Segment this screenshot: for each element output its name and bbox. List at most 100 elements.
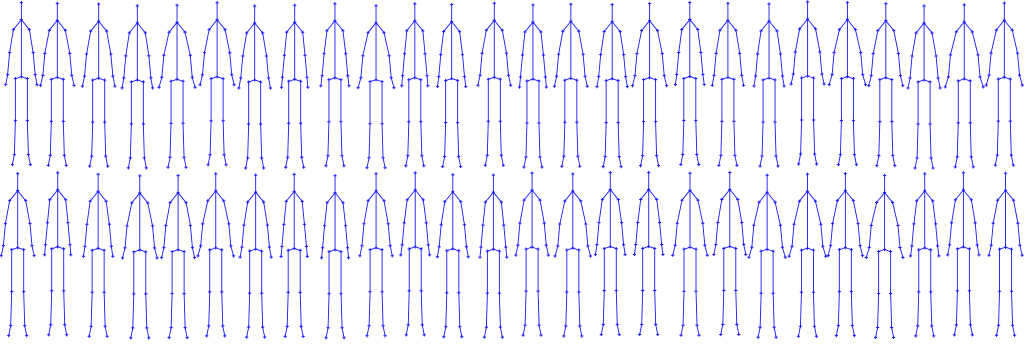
joint-marker bbox=[597, 221, 600, 224]
pose-skeleton bbox=[280, 4, 310, 169]
joint-marker bbox=[183, 250, 186, 253]
skeleton-bone bbox=[216, 191, 224, 201]
joint-marker bbox=[870, 74, 873, 77]
joint-marker bbox=[403, 221, 406, 224]
joint-marker bbox=[754, 74, 757, 77]
joint-marker bbox=[562, 334, 565, 337]
pose-skeleton bbox=[39, 2, 76, 167]
joint-marker bbox=[514, 254, 517, 257]
joint-marker bbox=[293, 173, 296, 176]
joint-marker bbox=[839, 153, 842, 156]
joint-marker bbox=[262, 166, 265, 169]
pose-skeleton bbox=[357, 4, 396, 169]
joint-marker bbox=[536, 290, 539, 293]
joint-marker bbox=[597, 75, 600, 78]
joint-marker bbox=[647, 245, 650, 248]
joint-marker bbox=[648, 76, 651, 79]
joint-marker bbox=[742, 243, 745, 246]
joint-marker bbox=[49, 323, 52, 326]
skeleton-bone bbox=[936, 224, 938, 246]
joint-marker bbox=[339, 292, 342, 295]
joint-marker bbox=[890, 326, 893, 329]
joint-marker bbox=[677, 51, 680, 54]
skeleton-bone bbox=[294, 191, 302, 201]
joint-marker bbox=[327, 78, 330, 81]
joint-marker bbox=[620, 221, 623, 224]
joint-marker bbox=[813, 325, 816, 328]
skeleton-bone bbox=[767, 192, 775, 202]
pose-skeleton bbox=[671, 172, 709, 337]
joint-marker bbox=[929, 156, 932, 159]
skeleton-bone bbox=[641, 189, 649, 199]
joint-marker bbox=[437, 75, 440, 78]
joint-marker bbox=[339, 78, 342, 81]
joint-marker bbox=[800, 249, 803, 252]
joint-marker bbox=[302, 335, 305, 338]
joint-marker bbox=[615, 247, 618, 250]
joint-marker bbox=[760, 250, 763, 253]
joint-marker bbox=[674, 244, 677, 247]
joint-marker bbox=[675, 73, 678, 76]
joint-marker bbox=[360, 244, 363, 247]
skeleton-bone bbox=[105, 122, 106, 156]
joint-marker bbox=[65, 333, 68, 336]
skeleton-bone bbox=[341, 122, 342, 156]
joint-marker bbox=[160, 76, 163, 79]
skeleton-bone bbox=[1010, 121, 1011, 155]
pose-skeleton bbox=[865, 174, 905, 339]
joint-marker bbox=[436, 85, 439, 88]
joint-marker bbox=[181, 122, 184, 125]
joint-marker bbox=[486, 250, 489, 253]
joint-marker bbox=[420, 289, 423, 292]
joint-marker bbox=[344, 52, 347, 55]
skeleton-bone bbox=[792, 224, 794, 246]
joint-marker bbox=[4, 83, 7, 86]
joint-marker bbox=[199, 244, 202, 247]
joint-marker bbox=[545, 244, 548, 247]
skeleton-bone bbox=[610, 190, 618, 200]
joint-marker bbox=[142, 80, 145, 83]
joint-marker bbox=[7, 334, 10, 337]
joint-marker bbox=[323, 224, 326, 227]
skeleton-bone bbox=[869, 225, 871, 247]
skeleton-bone bbox=[718, 199, 722, 222]
joint-marker bbox=[347, 84, 350, 87]
skeleton-bone bbox=[978, 55, 980, 77]
skeleton-bone bbox=[459, 293, 460, 327]
joint-marker bbox=[642, 78, 645, 81]
joint-marker bbox=[186, 336, 189, 339]
joint-marker bbox=[575, 79, 578, 82]
joint-marker bbox=[509, 84, 512, 87]
joint-marker bbox=[870, 224, 873, 227]
joint-marker bbox=[303, 54, 306, 57]
joint-marker bbox=[131, 326, 134, 329]
joint-marker bbox=[908, 76, 911, 79]
joint-marker bbox=[813, 152, 816, 155]
joint-marker bbox=[501, 336, 504, 339]
joint-marker bbox=[906, 86, 909, 89]
joint-marker bbox=[732, 120, 735, 123]
skeleton-bone bbox=[893, 202, 898, 225]
joint-marker bbox=[407, 120, 410, 123]
skeleton-bone bbox=[185, 32, 190, 55]
joint-marker bbox=[726, 76, 729, 79]
joint-marker bbox=[694, 77, 697, 80]
joint-marker bbox=[719, 333, 722, 336]
skeleton-bone bbox=[877, 192, 885, 202]
joint-marker bbox=[997, 120, 1000, 123]
joint-marker bbox=[896, 224, 899, 227]
joint-marker bbox=[266, 223, 269, 226]
joint-marker bbox=[505, 52, 508, 55]
joint-marker bbox=[694, 248, 697, 251]
joint-marker bbox=[287, 249, 290, 252]
skeleton-bone bbox=[208, 191, 216, 201]
skeleton-bone bbox=[526, 123, 527, 157]
joint-marker bbox=[654, 78, 657, 81]
skeleton-bone bbox=[369, 124, 370, 158]
joint-marker bbox=[711, 84, 714, 87]
joint-marker bbox=[207, 163, 210, 166]
joint-marker bbox=[589, 254, 592, 257]
joint-marker bbox=[586, 244, 589, 247]
joint-marker bbox=[715, 52, 718, 55]
joint-marker bbox=[571, 246, 574, 249]
